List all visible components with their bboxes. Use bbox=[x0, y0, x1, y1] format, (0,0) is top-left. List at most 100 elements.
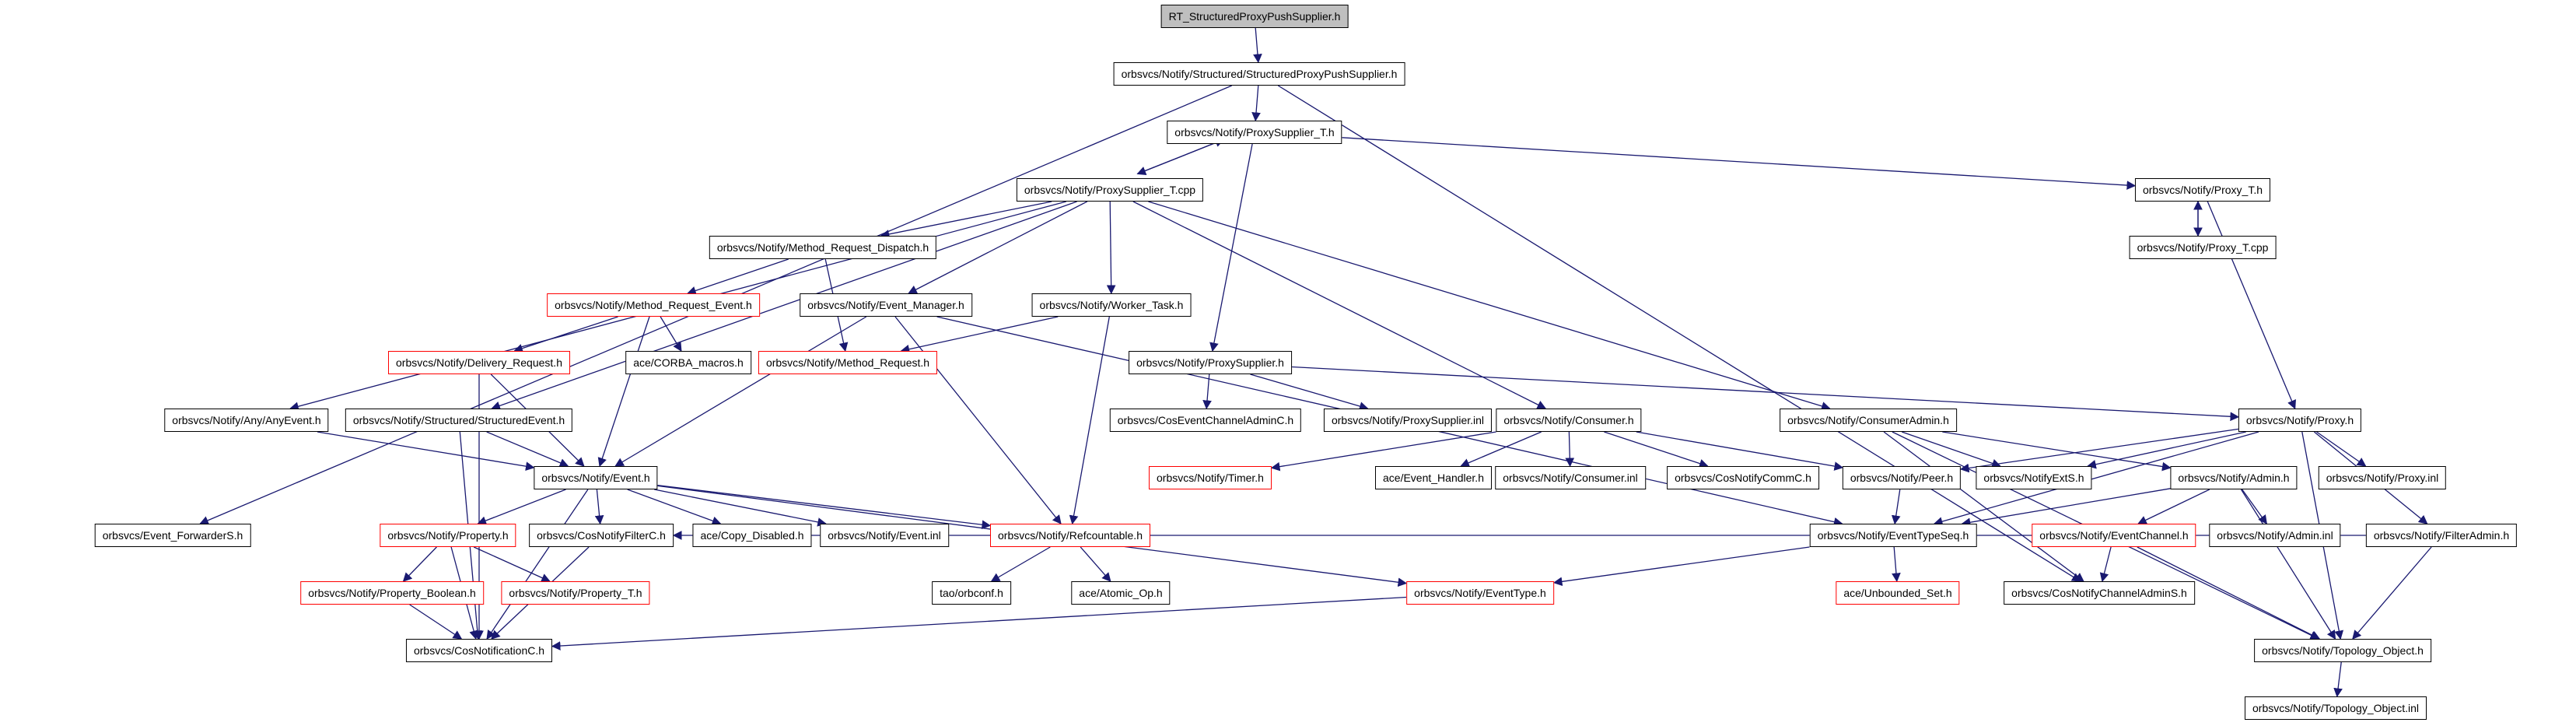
graph-node-n48[interactable]: orbsvcs/CosNotificationC.h bbox=[405, 639, 553, 662]
graph-node-n37[interactable]: orbsvcs/Notify/EventTypeSeq.h bbox=[1809, 524, 1977, 547]
graph-node-n42[interactable]: orbsvcs/Notify/Property_T.h bbox=[501, 581, 650, 605]
edge-n29-n39 bbox=[2242, 489, 2267, 524]
graph-node-n31[interactable]: orbsvcs/Event_ForwarderS.h bbox=[94, 524, 251, 547]
edge-n19-n23 bbox=[1270, 431, 1496, 472]
edge-n19-n26 bbox=[1604, 431, 1709, 468]
graph-node-n45[interactable]: orbsvcs/Notify/EventType.h bbox=[1406, 581, 1554, 605]
edge-n3-n5 bbox=[1342, 137, 2137, 190]
edge-n22-n36 bbox=[657, 484, 992, 530]
graph-node-n25[interactable]: orbsvcs/Notify/Consumer.inl bbox=[1495, 466, 1646, 489]
edge-n16-n22 bbox=[486, 431, 569, 468]
edge-n9-n36 bbox=[894, 316, 1062, 524]
graph-node-n1: RT_StructuredProxyPushSupplier.h bbox=[1160, 5, 1349, 28]
edge-n21-n37 bbox=[1933, 431, 2259, 526]
graph-node-n6[interactable]: orbsvcs/Notify/Proxy_T.cpp bbox=[2129, 236, 2277, 259]
graph-node-n20[interactable]: orbsvcs/Notify/ConsumerAdmin.h bbox=[1780, 409, 1957, 432]
edge-n3-n14 bbox=[1209, 143, 1253, 352]
graph-node-n40[interactable]: orbsvcs/Notify/FilterAdmin.h bbox=[2365, 524, 2518, 547]
edge-n21-n30 bbox=[2316, 431, 2367, 467]
edge-n37-n45 bbox=[1552, 546, 1810, 587]
edge-n49-n50 bbox=[2333, 661, 2343, 698]
edge-n29-n49 bbox=[2240, 489, 2336, 640]
graph-node-n22[interactable]: orbsvcs/Notify/Event.h bbox=[534, 466, 658, 489]
graph-node-n36[interactable]: orbsvcs/Notify/Refcountable.h bbox=[990, 524, 1150, 547]
graph-node-n26[interactable]: orbsvcs/CosNotifyCommC.h bbox=[1667, 466, 1819, 489]
graph-node-n14[interactable]: orbsvcs/Notify/ProxySupplier.h bbox=[1129, 351, 1292, 374]
graph-node-n33[interactable]: orbsvcs/CosNotifyFilterC.h bbox=[529, 524, 674, 547]
graph-node-n38[interactable]: orbsvcs/Notify/EventChannel.h bbox=[2032, 524, 2196, 547]
edge-n38-n49 bbox=[2137, 546, 2321, 640]
edge-n8-n22 bbox=[597, 316, 650, 468]
edge-n29-n38 bbox=[2137, 489, 2210, 524]
graph-node-n43[interactable]: tao/orbconf.h bbox=[932, 581, 1011, 605]
graph-node-n44[interactable]: ace/Atomic_Op.h bbox=[1071, 581, 1171, 605]
edge-n4-n20 bbox=[1148, 201, 1831, 411]
edge-n19-n27 bbox=[1636, 431, 1844, 471]
graph-node-n17[interactable]: orbsvcs/CosEventChannelAdminC.h bbox=[1109, 409, 1302, 432]
graph-node-n3[interactable]: orbsvcs/Notify/ProxySupplier_T.h bbox=[1167, 121, 1342, 144]
edge-group bbox=[199, 27, 2432, 698]
graph-node-n47[interactable]: orbsvcs/CosNotifyChannelAdminS.h bbox=[2004, 581, 2195, 605]
edge-n19-n25 bbox=[1565, 431, 1575, 468]
edge-n22-n48 bbox=[486, 489, 589, 640]
edge-n1-n2 bbox=[1253, 27, 1262, 64]
graph-node-n34[interactable]: ace/Copy_Disabled.h bbox=[692, 524, 812, 547]
edge-n20-n47 bbox=[1883, 431, 2084, 582]
edge-n21-n28 bbox=[2087, 431, 2246, 469]
graph-node-n28[interactable]: orbsvcs/NotifyExtS.h bbox=[1976, 466, 2092, 489]
edge-n2-n3 bbox=[1251, 85, 1261, 122]
edge-n14-n17 bbox=[1202, 374, 1212, 410]
graph-node-n32[interactable]: orbsvcs/Notify/Property.h bbox=[380, 524, 516, 547]
edge-n15-n22 bbox=[317, 431, 535, 471]
edge-n10-n13 bbox=[900, 316, 1059, 354]
graph-node-n46[interactable]: ace/Unbounded_Set.h bbox=[1836, 581, 1960, 605]
graph-node-n30[interactable]: orbsvcs/Notify/Proxy.inl bbox=[2318, 466, 2447, 489]
edge-n4-n19 bbox=[1132, 201, 1547, 409]
graph-node-n27[interactable]: orbsvcs/Notify/Peer.h bbox=[1842, 466, 1962, 489]
edge-n19-n24 bbox=[1460, 431, 1542, 468]
edge-n7-n8 bbox=[687, 258, 789, 296]
edge-n36-n43 bbox=[990, 546, 1051, 582]
edge-n22-n35 bbox=[654, 489, 827, 527]
graph-node-n19[interactable]: orbsvcs/Notify/Consumer.h bbox=[1496, 409, 1642, 432]
edge-n5-n21 bbox=[2207, 201, 2296, 410]
graph-node-n49[interactable]: orbsvcs/Notify/Topology_Object.h bbox=[2254, 639, 2431, 662]
graph-node-n18[interactable]: orbsvcs/Notify/ProxySupplier.inl bbox=[1323, 409, 1493, 432]
graph-node-n4[interactable]: orbsvcs/Notify/ProxySupplier_T.cpp bbox=[1016, 178, 1204, 202]
edge-n29-n37 bbox=[1961, 488, 2171, 528]
graph-node-n21[interactable]: orbsvcs/Notify/Proxy.h bbox=[2238, 409, 2362, 432]
graph-node-n13[interactable]: orbsvcs/Notify/Method_Request.h bbox=[758, 351, 938, 374]
edge-n2-n47 bbox=[1277, 85, 2081, 582]
graph-node-n7[interactable]: orbsvcs/Notify/Method_Request_Dispatch.h bbox=[709, 236, 937, 259]
graph-node-n15[interactable]: orbsvcs/Notify/Any/AnyEvent.h bbox=[164, 409, 329, 432]
graph-node-n16[interactable]: orbsvcs/Notify/Structured/StructuredEven… bbox=[345, 409, 573, 432]
edge-n32-n42 bbox=[473, 546, 551, 583]
graph-node-n2[interactable]: orbsvcs/Notify/Structured/StructuredProx… bbox=[1113, 62, 1405, 86]
edge-n37-n46 bbox=[1892, 546, 1901, 583]
graph-node-n10[interactable]: orbsvcs/Notify/Worker_Task.h bbox=[1031, 293, 1192, 317]
edge-n8-n12 bbox=[660, 316, 682, 352]
edge-n4-n3 bbox=[1137, 138, 1225, 175]
graph-node-n50[interactable]: orbsvcs/Notify/Topology_Object.inl bbox=[2245, 696, 2427, 720]
edge-n4-n16 bbox=[491, 201, 1077, 411]
graph-node-n11[interactable]: orbsvcs/Notify/Delivery_Request.h bbox=[388, 351, 570, 374]
graph-node-n29[interactable]: orbsvcs/Notify/Admin.h bbox=[2170, 466, 2298, 489]
edge-n22-n32 bbox=[477, 489, 566, 525]
graph-node-n39[interactable]: orbsvcs/Notify/Admin.inl bbox=[2209, 524, 2341, 547]
graph-node-n23[interactable]: orbsvcs/Notify/Timer.h bbox=[1149, 466, 1272, 489]
edge-n27-n37 bbox=[1891, 489, 1901, 525]
edge-n4-n7 bbox=[880, 201, 1052, 239]
graph-node-n12[interactable]: ace/CORBA_macros.h bbox=[625, 351, 751, 374]
graph-node-n35[interactable]: orbsvcs/Notify/Event.inl bbox=[820, 524, 949, 547]
graph-node-n41[interactable]: orbsvcs/Notify/Property_Boolean.h bbox=[300, 581, 484, 605]
graph-node-n5[interactable]: orbsvcs/Notify/Proxy_T.h bbox=[2134, 178, 2271, 202]
graph-node-n8[interactable]: orbsvcs/Notify/Method_Request_Event.h bbox=[547, 293, 760, 317]
edge-n10-n36 bbox=[1069, 316, 1110, 525]
edge-n40-n49 bbox=[2352, 546, 2432, 640]
graph-node-n9[interactable]: orbsvcs/Notify/Event_Manager.h bbox=[800, 293, 972, 317]
graph-node-n24[interactable]: ace/Event_Handler.h bbox=[1375, 466, 1492, 489]
edge-n9-n22 bbox=[614, 316, 867, 467]
edge-n41-n48 bbox=[409, 604, 463, 640]
